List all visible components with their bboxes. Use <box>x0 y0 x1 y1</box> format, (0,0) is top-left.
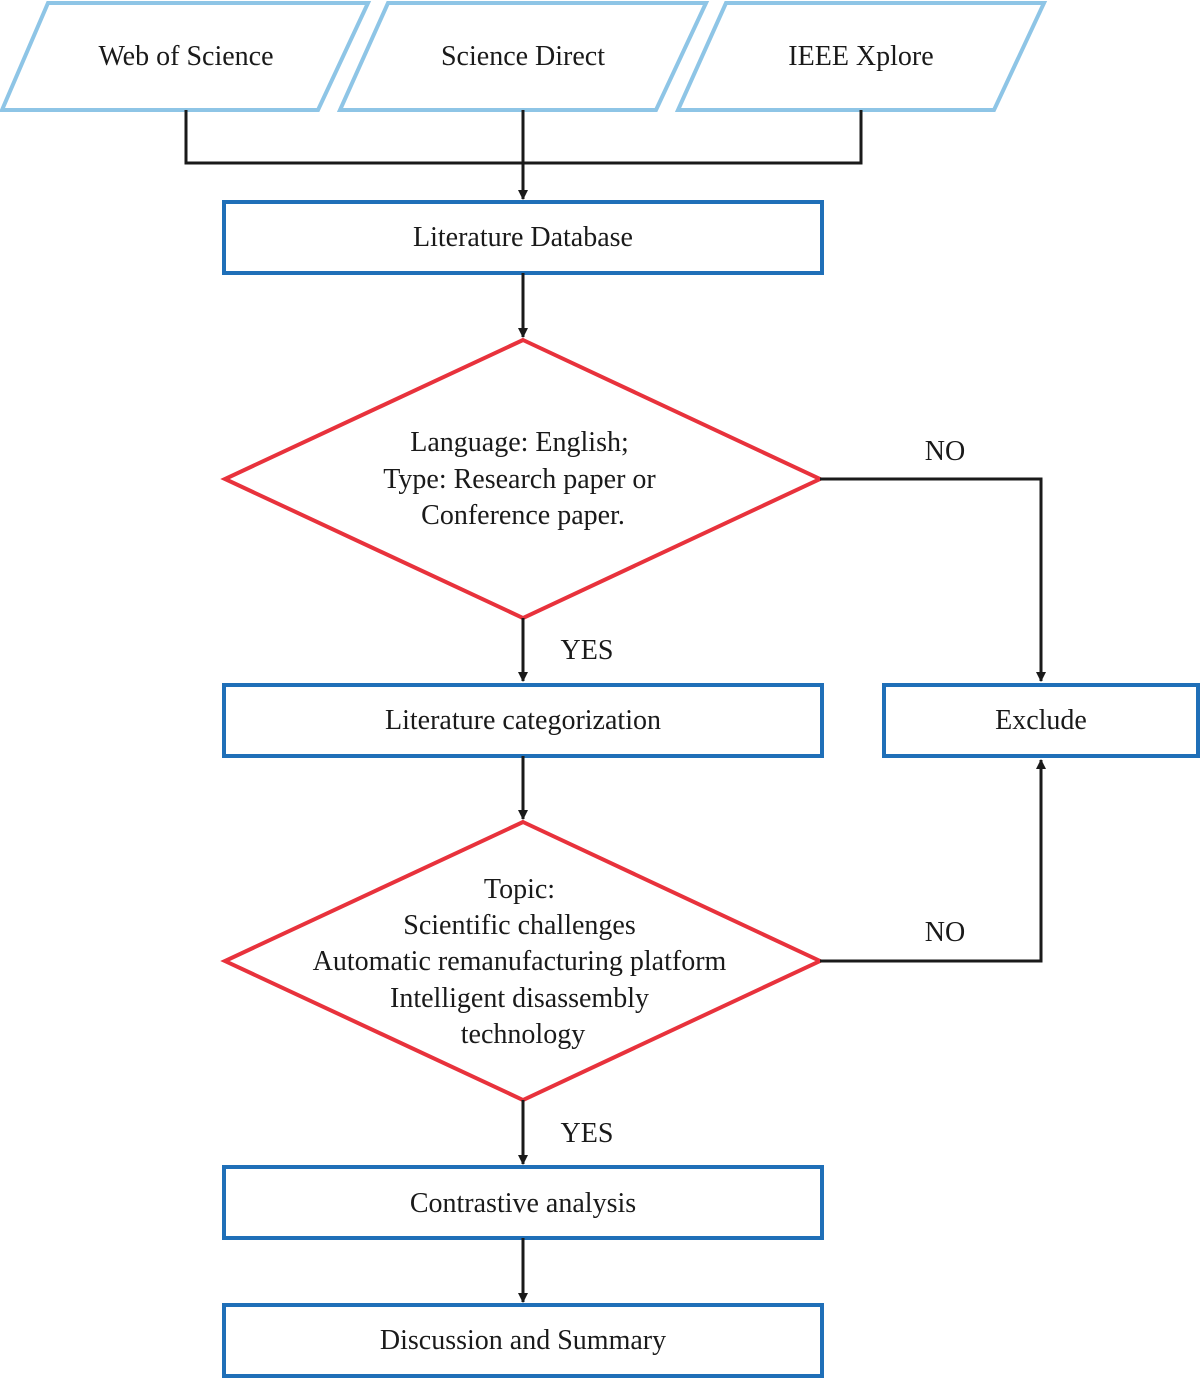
decision-2-yes-label: YES <box>561 1118 614 1149</box>
edge-decision-2-no <box>820 759 1046 963</box>
decision-1-yes-label: YES <box>561 635 614 666</box>
step-literature-database-label: Literature Database <box>413 222 633 253</box>
decision-1-no-label: NO <box>925 436 965 467</box>
decision-language-type: Language: English; Type: Research paper … <box>220 337 825 621</box>
decision-topic-line: Topic: <box>484 874 555 905</box>
step-literature-database: Literature Database <box>222 200 824 275</box>
decision-2-no-label: NO <box>925 917 965 948</box>
step-contrastive-analysis: Contrastive analysis <box>222 1165 824 1240</box>
decision-topic-line: Intelligent disassembly <box>390 983 649 1014</box>
decision-language-type-label: Language: English; Type: Research paper … <box>383 427 662 531</box>
step-literature-categorization-label: Literature categorization <box>385 705 661 736</box>
decision-language-type-line: Conference paper. <box>421 500 625 531</box>
decision-topic-label: Topic: Scientific challenges Automatic r… <box>313 874 734 1050</box>
source-ieee-xplore-label: IEEE Xplore <box>788 41 933 72</box>
decision-topic-line: Automatic remanufacturing platform <box>313 946 727 977</box>
source-science-direct-label: Science Direct <box>441 41 605 72</box>
edge-decision-1-no <box>820 477 1046 682</box>
step-literature-categorization: Literature categorization <box>222 683 824 758</box>
step-contrastive-analysis-label: Contrastive analysis <box>410 1188 636 1219</box>
step-exclude-label: Exclude <box>995 705 1087 736</box>
step-discussion-summary: Discussion and Summary <box>222 1303 824 1378</box>
step-exclude: Exclude <box>882 683 1200 758</box>
source-web-of-science: Web of Science <box>0 0 372 112</box>
decision-language-type-line: Language: English; <box>410 427 629 458</box>
source-science-direct: Science Direct <box>336 1 710 112</box>
step-discussion-summary-label: Discussion and Summary <box>380 1325 666 1356</box>
decision-topic-line: Scientific challenges <box>403 910 635 941</box>
source-ieee-xplore: IEEE Xplore <box>674 1 1048 112</box>
decision-language-type-line: Type: Research paper or <box>383 464 656 495</box>
decision-topic-line: technology <box>461 1019 585 1050</box>
source-web-of-science-label: Web of Science <box>99 41 274 72</box>
decision-topic: Topic: Scientific challenges Automatic r… <box>220 819 825 1103</box>
